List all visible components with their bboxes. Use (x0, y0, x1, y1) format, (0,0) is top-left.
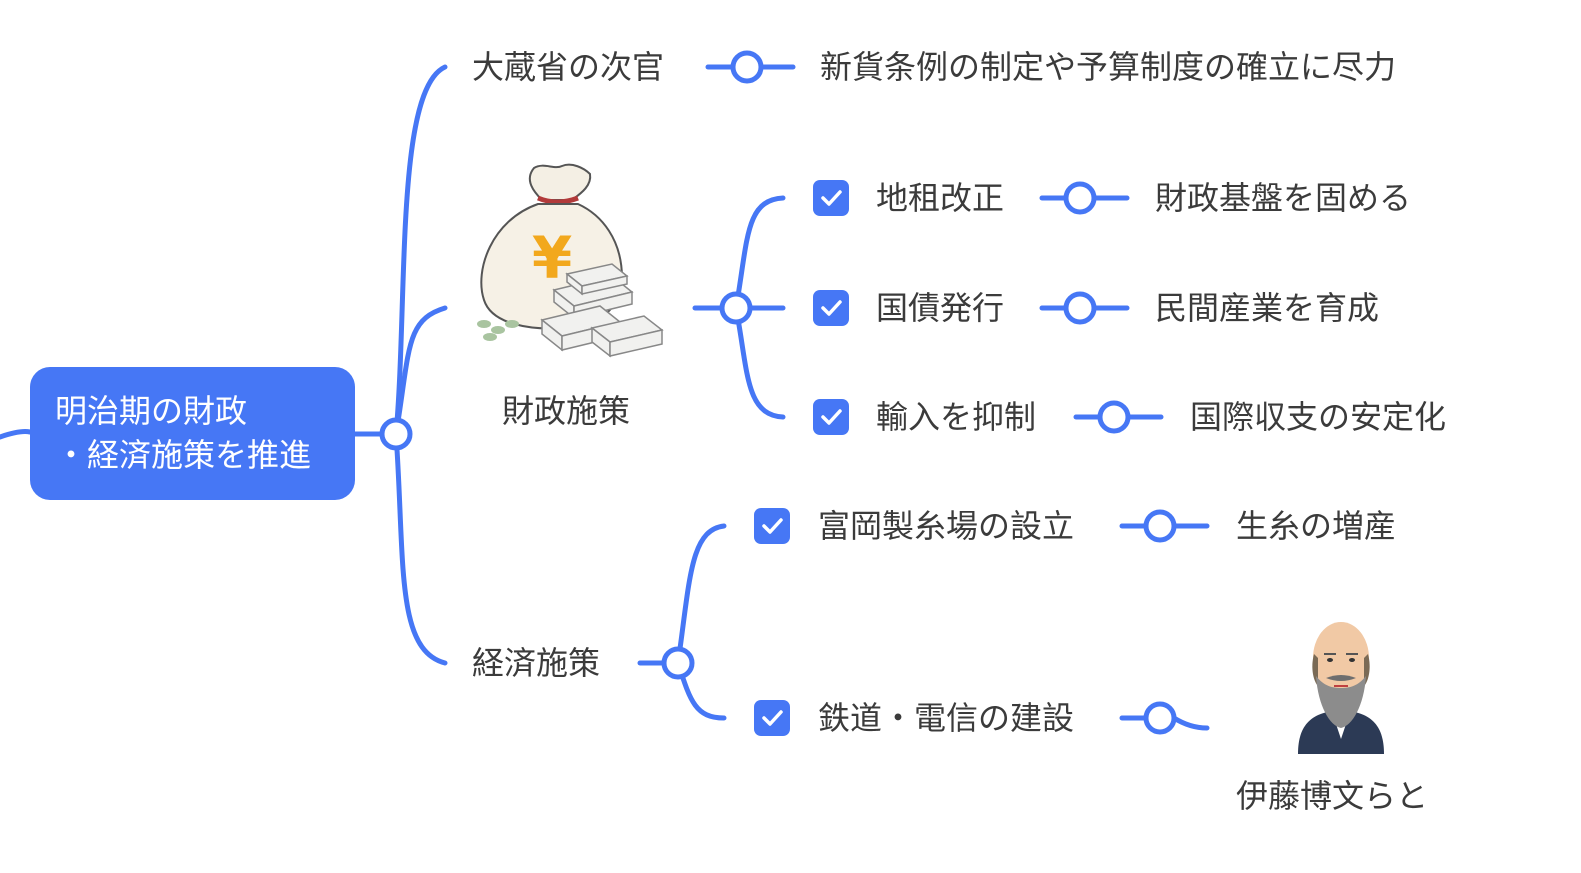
economic-item-railway-detail[interactable]: 伊藤博文らと (1236, 777, 1429, 815)
checkbox-railway[interactable] (754, 700, 790, 736)
checkbox-tomioka[interactable] (754, 508, 790, 544)
money-bag-icon: ¥ (477, 163, 664, 358)
fiscal-item-import-detail[interactable]: 国際収支の安定化 (1190, 398, 1447, 436)
check-icon (762, 518, 783, 534)
economic-item-railway[interactable]: 鉄道・電信の建設 (818, 699, 1075, 737)
check-icon (762, 710, 783, 726)
check-icon (821, 190, 842, 206)
fiscal-item-import[interactable]: 輸入を抑制 (876, 398, 1037, 436)
root-node-line2: ・経済施策を推進 (55, 436, 312, 474)
check-icon (821, 409, 842, 425)
branch-economic[interactable]: 経済施策 (472, 644, 601, 682)
checkbox-land-tax[interactable] (813, 180, 849, 216)
fiscal-item-land-tax-detail[interactable]: 財政基盤を固める (1155, 179, 1412, 217)
check-icon (821, 300, 842, 316)
vice-minister-detail[interactable]: 新貨条例の制定や予算制度の確立に尽力 (820, 48, 1397, 86)
checkbox-import[interactable] (813, 399, 849, 435)
root-node[interactable]: 明治期の財政 ・経済施策を推進 (30, 367, 355, 500)
svg-text:¥: ¥ (532, 224, 572, 292)
branch-fiscal[interactable]: 財政施策 (502, 392, 631, 430)
checkbox-bonds[interactable] (813, 290, 849, 326)
branch-vice-minister[interactable]: 大蔵省の次官 (472, 48, 665, 86)
economic-item-tomioka-detail[interactable]: 生糸の増産 (1236, 507, 1397, 545)
fiscal-item-bonds-detail[interactable]: 民間産業を育成 (1155, 289, 1380, 327)
root-node-line1: 明治期の財政 (55, 392, 248, 430)
economic-item-tomioka[interactable]: 富岡製糸場の設立 (818, 507, 1075, 545)
fiscal-item-bonds[interactable]: 国債発行 (876, 289, 1005, 327)
portrait-icon (1298, 622, 1384, 754)
fiscal-item-land-tax[interactable]: 地租改正 (876, 179, 1005, 217)
